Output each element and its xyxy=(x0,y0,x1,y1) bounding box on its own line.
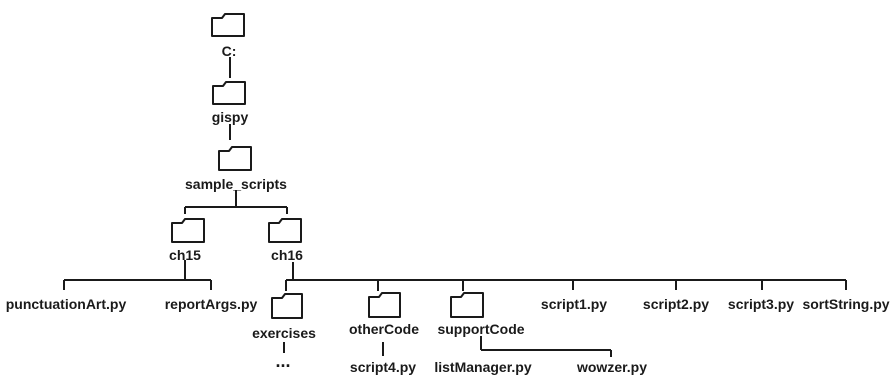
folder-label-ch16: ch16 xyxy=(271,247,303,263)
folder-icon xyxy=(271,293,303,319)
file-label-reportargs: reportArgs.py xyxy=(165,296,258,312)
file-label-script3: script3.py xyxy=(728,296,794,312)
folder-icon xyxy=(218,146,252,171)
folder-icon xyxy=(212,81,246,105)
folder-label-othercode: otherCode xyxy=(349,321,419,337)
file-label-sortstring: sortString.py xyxy=(802,296,889,312)
file-label-listmanager: listManager.py xyxy=(434,359,531,375)
folder-label-exercises: exercises xyxy=(252,325,316,341)
connector-lines xyxy=(63,57,847,357)
file-label-script1: script1.py xyxy=(541,296,607,312)
file-label-script4: script4.py xyxy=(350,359,416,375)
file-label-script2: script2.py xyxy=(643,296,709,312)
folder-icon xyxy=(368,292,401,318)
file-label-wowzer: wowzer.py xyxy=(576,359,647,375)
folder-label-ch15: ch15 xyxy=(169,247,201,263)
folder-icon xyxy=(268,218,302,243)
folder-label-supportcode: supportCode xyxy=(437,321,524,337)
root-drive-label: C: xyxy=(222,43,237,59)
folder-icon xyxy=(211,13,245,37)
folder-icon xyxy=(171,218,205,243)
folder-icon xyxy=(450,292,484,318)
folder-label-gispy: gispy xyxy=(212,109,249,125)
ellipsis-label: ... xyxy=(275,351,290,371)
file-label-punctuationart: punctuationArt.py xyxy=(6,296,127,312)
folder-label-sample-scripts: sample_scripts xyxy=(185,176,287,192)
